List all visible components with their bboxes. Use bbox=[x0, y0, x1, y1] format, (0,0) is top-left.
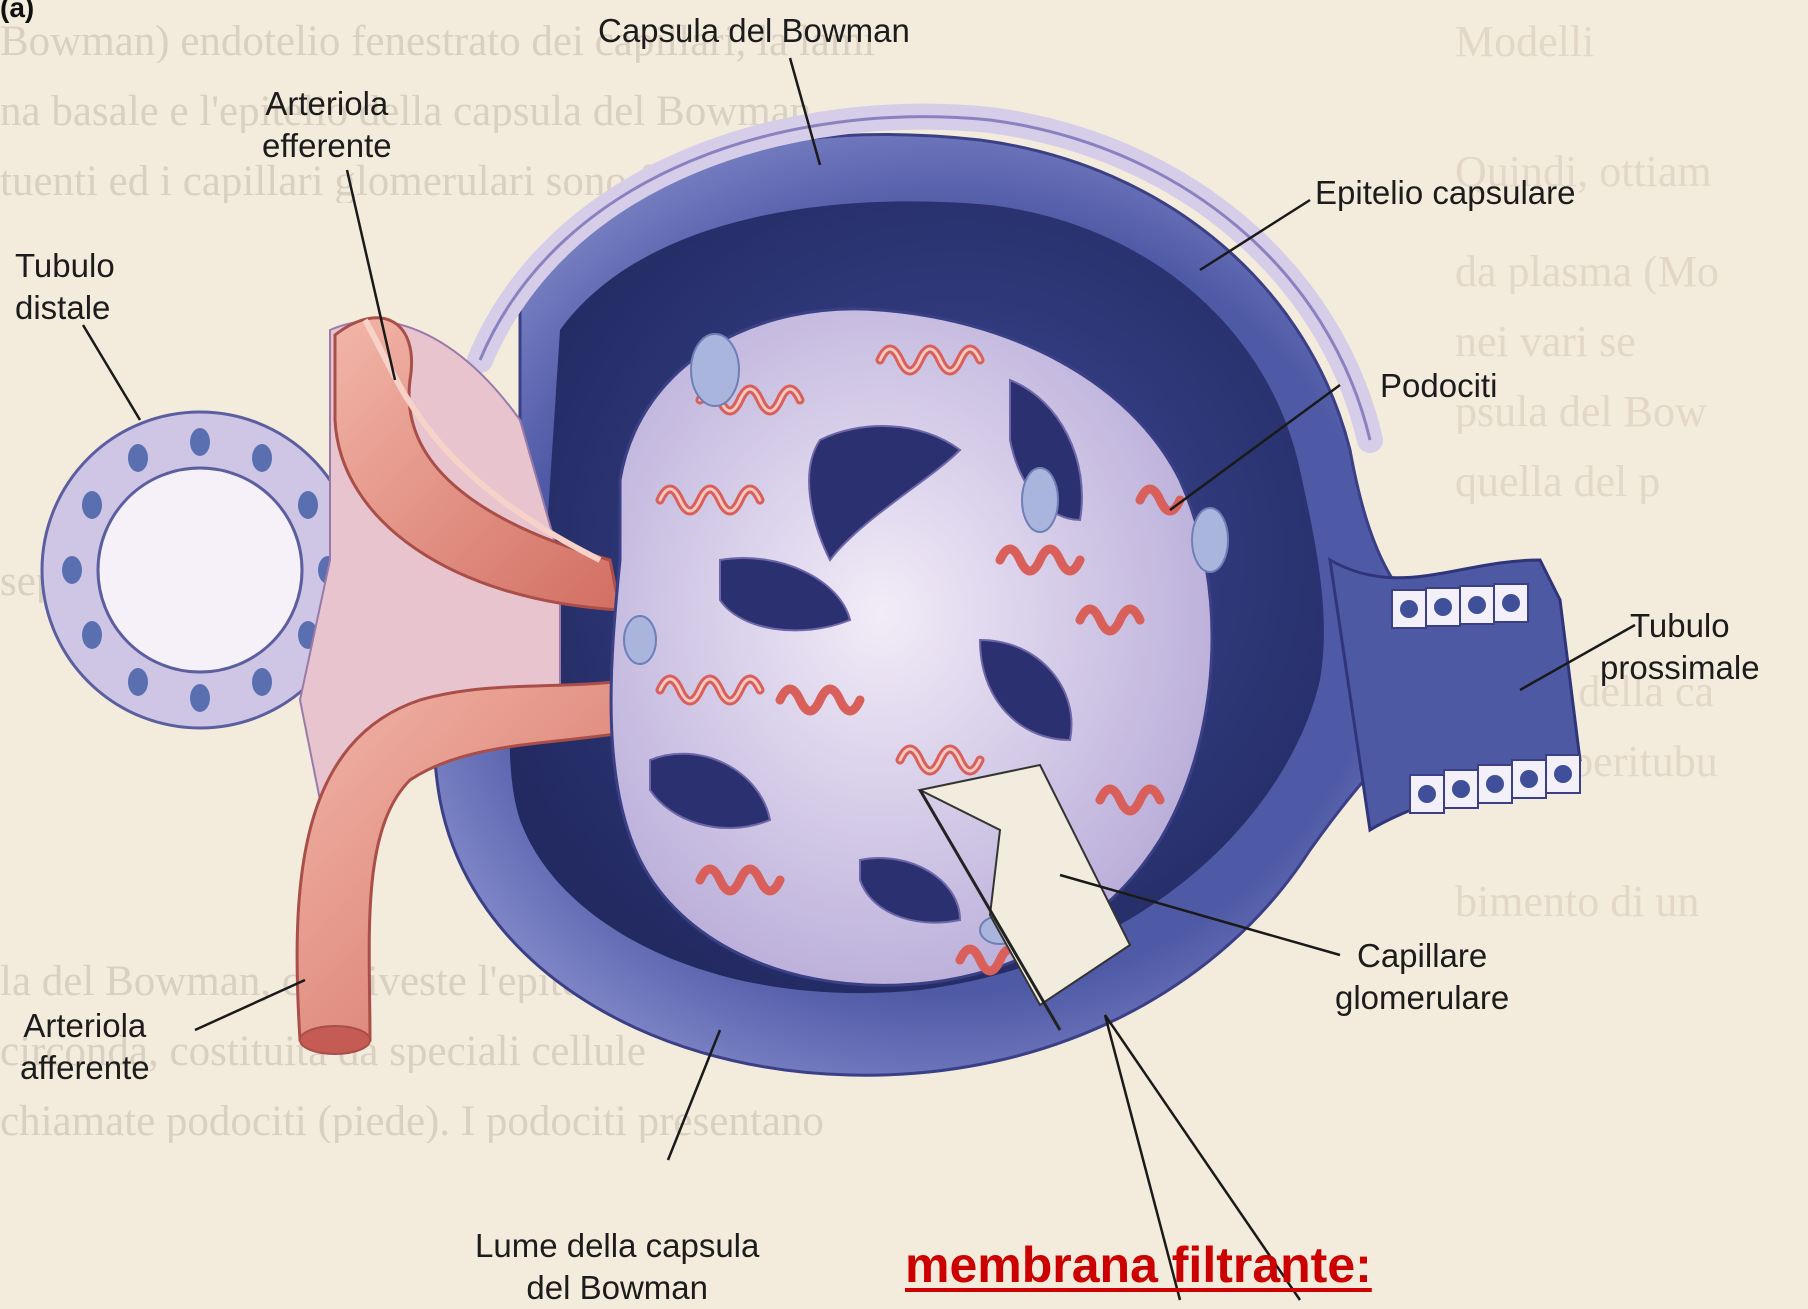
panel-tag: (a) bbox=[0, 0, 34, 24]
label-capillare-glomerulare: Capillare glomerulare bbox=[1335, 935, 1509, 1019]
label-tubulo-distale: Tubulo distale bbox=[15, 245, 115, 329]
proximal-tubule bbox=[1330, 560, 1580, 830]
label-arteriola-afferente: Arteriola afferente bbox=[20, 1005, 150, 1089]
filtration-membrane-title: membrana filtrante: bbox=[905, 1236, 1372, 1294]
label-arteriola-efferente: Arteriola efferente bbox=[262, 83, 392, 167]
label-tubulo-prossimale: Tubulo prossimale bbox=[1600, 605, 1760, 689]
label-capsula-bowman: Capsula del Bowman bbox=[598, 10, 910, 52]
label-podociti: Podociti bbox=[1380, 365, 1497, 407]
label-lume-capsula: Lume della capsula del Bowman bbox=[475, 1225, 759, 1309]
label-epitelio-capsulare: Epitelio capsulare bbox=[1315, 172, 1576, 214]
